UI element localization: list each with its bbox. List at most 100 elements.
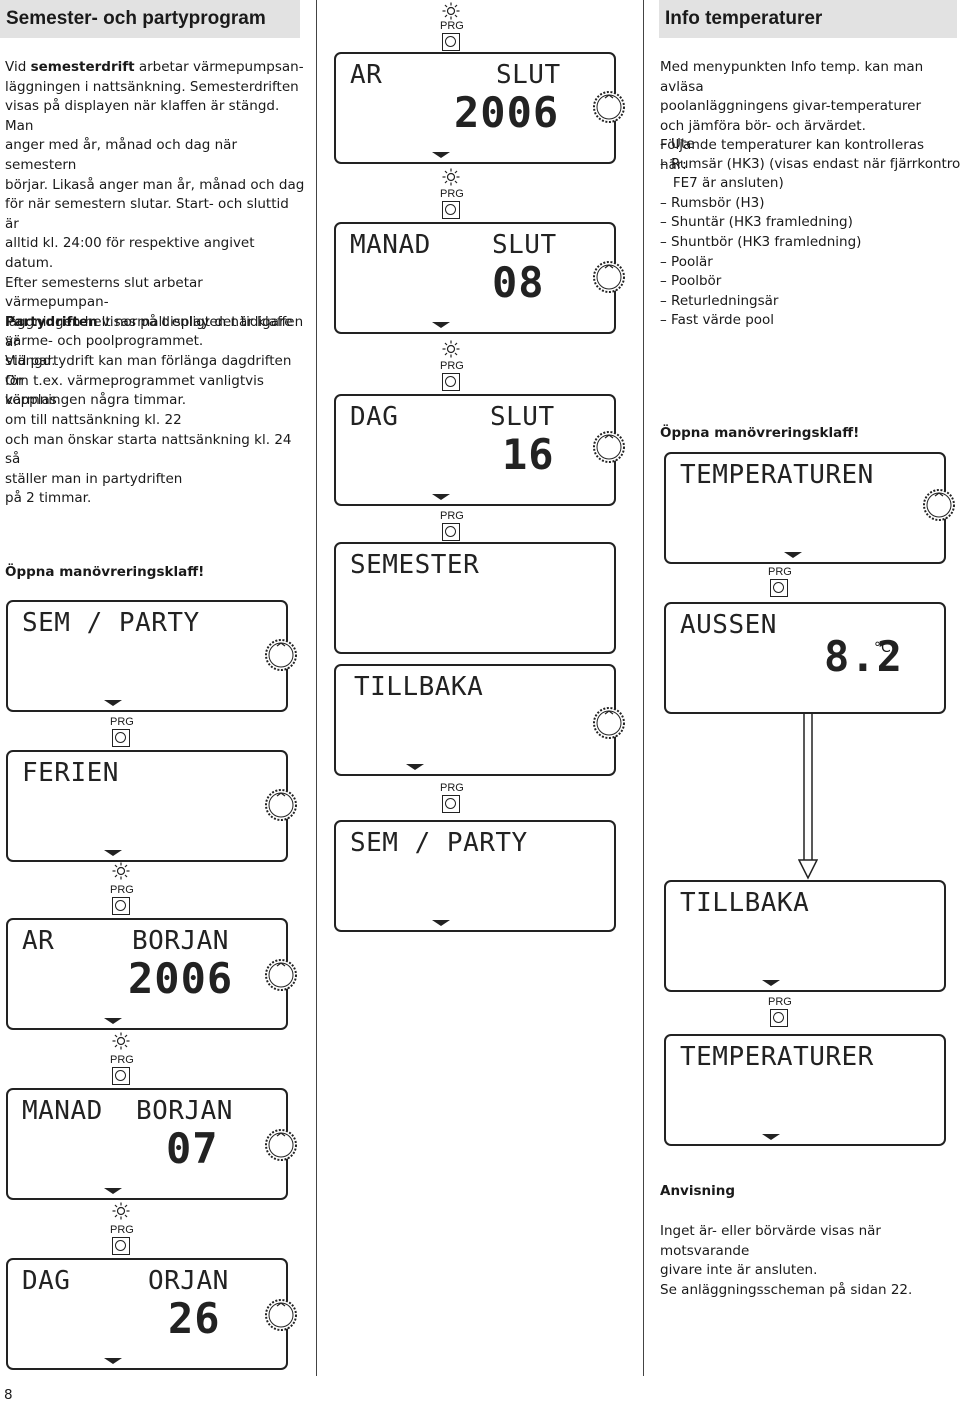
- prg-label: PRG: [110, 1224, 134, 1236]
- list-item: – Fast värde pool: [660, 312, 775, 329]
- prg-button[interactable]: PRG: [440, 360, 464, 391]
- lcd-line: DAG: [350, 402, 399, 432]
- prg-button[interactable]: PRG: [768, 996, 792, 1027]
- prg-button[interactable]: PRG: [110, 1224, 134, 1255]
- list-item: – Poolär: [660, 253, 713, 270]
- prg-button[interactable]: PRG: [110, 716, 134, 747]
- lcd-line: SLUT: [490, 402, 555, 432]
- right-intro: Med menypunkten Info temp. kan man avläs…: [660, 59, 925, 173]
- lcd-value: 07: [166, 1124, 219, 1173]
- list-item: – Returledningsär: [660, 292, 779, 309]
- lcd-line: AR: [22, 926, 55, 956]
- divider-left: [316, 0, 317, 1376]
- prg-label: PRG: [440, 188, 464, 200]
- sun-icon: [442, 2, 460, 20]
- lcd-display: TEMPERATURER: [664, 1034, 946, 1146]
- prg-button[interactable]: PRG: [440, 188, 464, 219]
- knob-icon[interactable]: [592, 430, 626, 464]
- prg-label: PRG: [440, 20, 464, 32]
- left-open-flap: Öppna manövreringsklaff!: [5, 564, 205, 580]
- lcd-line: BORJAN: [132, 926, 229, 956]
- list-item: – Rumsär (HK3) (visas endast när fjärrko…: [660, 155, 960, 172]
- right-column-title: Info temperaturer: [659, 0, 957, 38]
- prg-button[interactable]: PRG: [110, 1054, 134, 1085]
- knob-icon[interactable]: [922, 488, 956, 522]
- lcd-line: MANAD: [22, 1096, 103, 1126]
- prg-button[interactable]: PRG: [440, 20, 464, 51]
- down-arrow-icon: [104, 1018, 122, 1024]
- list-item: – Poolbör: [660, 273, 722, 290]
- lcd-value: 8.2: [824, 632, 903, 681]
- lcd-value: 26: [168, 1294, 221, 1343]
- down-arrow-icon: [432, 494, 450, 500]
- lcd-value: 2006: [128, 954, 234, 1003]
- down-arrow-icon: [784, 552, 802, 558]
- down-arrow-icon: [432, 152, 450, 158]
- lcd-display: TILLBAKA: [664, 880, 946, 992]
- left-party-text: Partydriften visas på displayen när klaf…: [5, 314, 304, 507]
- lcd-line: DAG: [22, 1266, 71, 1296]
- lcd-display: DAG SLUT 16: [334, 394, 616, 506]
- lcd-value: 2006: [454, 88, 560, 137]
- prg-button[interactable]: PRG: [768, 566, 792, 597]
- down-arrow-icon: [104, 850, 122, 856]
- lcd-display: DAG ORJAN 26: [6, 1258, 288, 1370]
- lcd-display: AR SLUT 2006: [334, 52, 616, 164]
- prg-label: PRG: [440, 782, 464, 794]
- lcd-display: AUSSEN 8.2 °C: [664, 602, 946, 714]
- lcd-line: FERIEN: [22, 758, 119, 788]
- lcd-value: 08: [492, 258, 545, 307]
- right-list: – Ute – Rumsär (HK3) (visas endast när f…: [660, 135, 960, 331]
- unit-label: °C: [874, 640, 891, 656]
- sun-icon: [112, 1202, 130, 1220]
- lcd-display: MANAD BORJAN 07: [6, 1088, 288, 1200]
- page-number: 8: [4, 1387, 13, 1403]
- lcd-display: SEMESTER: [334, 542, 616, 654]
- prg-button[interactable]: PRG: [440, 510, 464, 541]
- down-arrow-icon: [104, 700, 122, 706]
- flow-arrow-icon: [798, 714, 818, 880]
- right-open-flap: Öppna manövreringsklaff!: [660, 425, 860, 441]
- down-arrow-icon: [406, 764, 424, 770]
- prg-label: PRG: [110, 884, 134, 896]
- lcd-line: TEMPERATURER: [680, 1042, 874, 1072]
- knob-icon[interactable]: [592, 90, 626, 124]
- lcd-line: AUSSEN: [680, 610, 777, 640]
- list-item: – Shuntbör (HK3 framledning): [660, 233, 862, 250]
- lcd-display: SEM / PARTY: [334, 820, 616, 932]
- down-arrow-icon: [432, 322, 450, 328]
- knob-icon[interactable]: [264, 788, 298, 822]
- list-item: – Ute: [660, 136, 695, 152]
- knob-icon[interactable]: [264, 958, 298, 992]
- divider-right: [643, 0, 644, 1376]
- down-arrow-icon: [762, 1134, 780, 1140]
- note-title: Anvisning: [660, 1183, 736, 1199]
- prg-label: PRG: [110, 716, 134, 728]
- knob-icon[interactable]: [264, 1128, 298, 1162]
- list-item: – Rumsbör (H3): [660, 194, 765, 211]
- lcd-display: AR BORJAN 2006: [6, 918, 288, 1030]
- knob-icon[interactable]: [264, 638, 298, 672]
- lcd-line: TEMPERATUREN: [680, 460, 874, 490]
- knob-icon[interactable]: [264, 1298, 298, 1332]
- lcd-line: TILLBAKA: [680, 888, 810, 918]
- prg-button[interactable]: PRG: [110, 884, 134, 915]
- lcd-line: SLUT: [492, 230, 557, 260]
- lcd-display: FERIEN: [6, 750, 288, 862]
- list-item: FE7 är ansluten): [660, 175, 784, 192]
- prg-label: PRG: [440, 510, 464, 522]
- knob-icon[interactable]: [592, 706, 626, 740]
- list-item: – Shuntär (HK3 framledning): [660, 214, 853, 231]
- lcd-line: SEMESTER: [350, 550, 480, 580]
- note-text: Inget är- eller börvärde visas när motsv…: [660, 1223, 913, 1298]
- knob-icon[interactable]: [592, 260, 626, 294]
- prg-label: PRG: [768, 566, 792, 578]
- lcd-display: MANAD SLUT 08: [334, 222, 616, 334]
- left-intro: Vid semesterdrift arbetar värmepumpsan- …: [5, 59, 305, 409]
- lcd-line: TILLBAKA: [354, 672, 484, 702]
- sun-icon: [112, 1032, 130, 1050]
- down-arrow-icon: [104, 1358, 122, 1364]
- sun-icon: [442, 168, 460, 186]
- prg-label: PRG: [768, 996, 792, 1008]
- prg-button[interactable]: PRG: [440, 782, 464, 813]
